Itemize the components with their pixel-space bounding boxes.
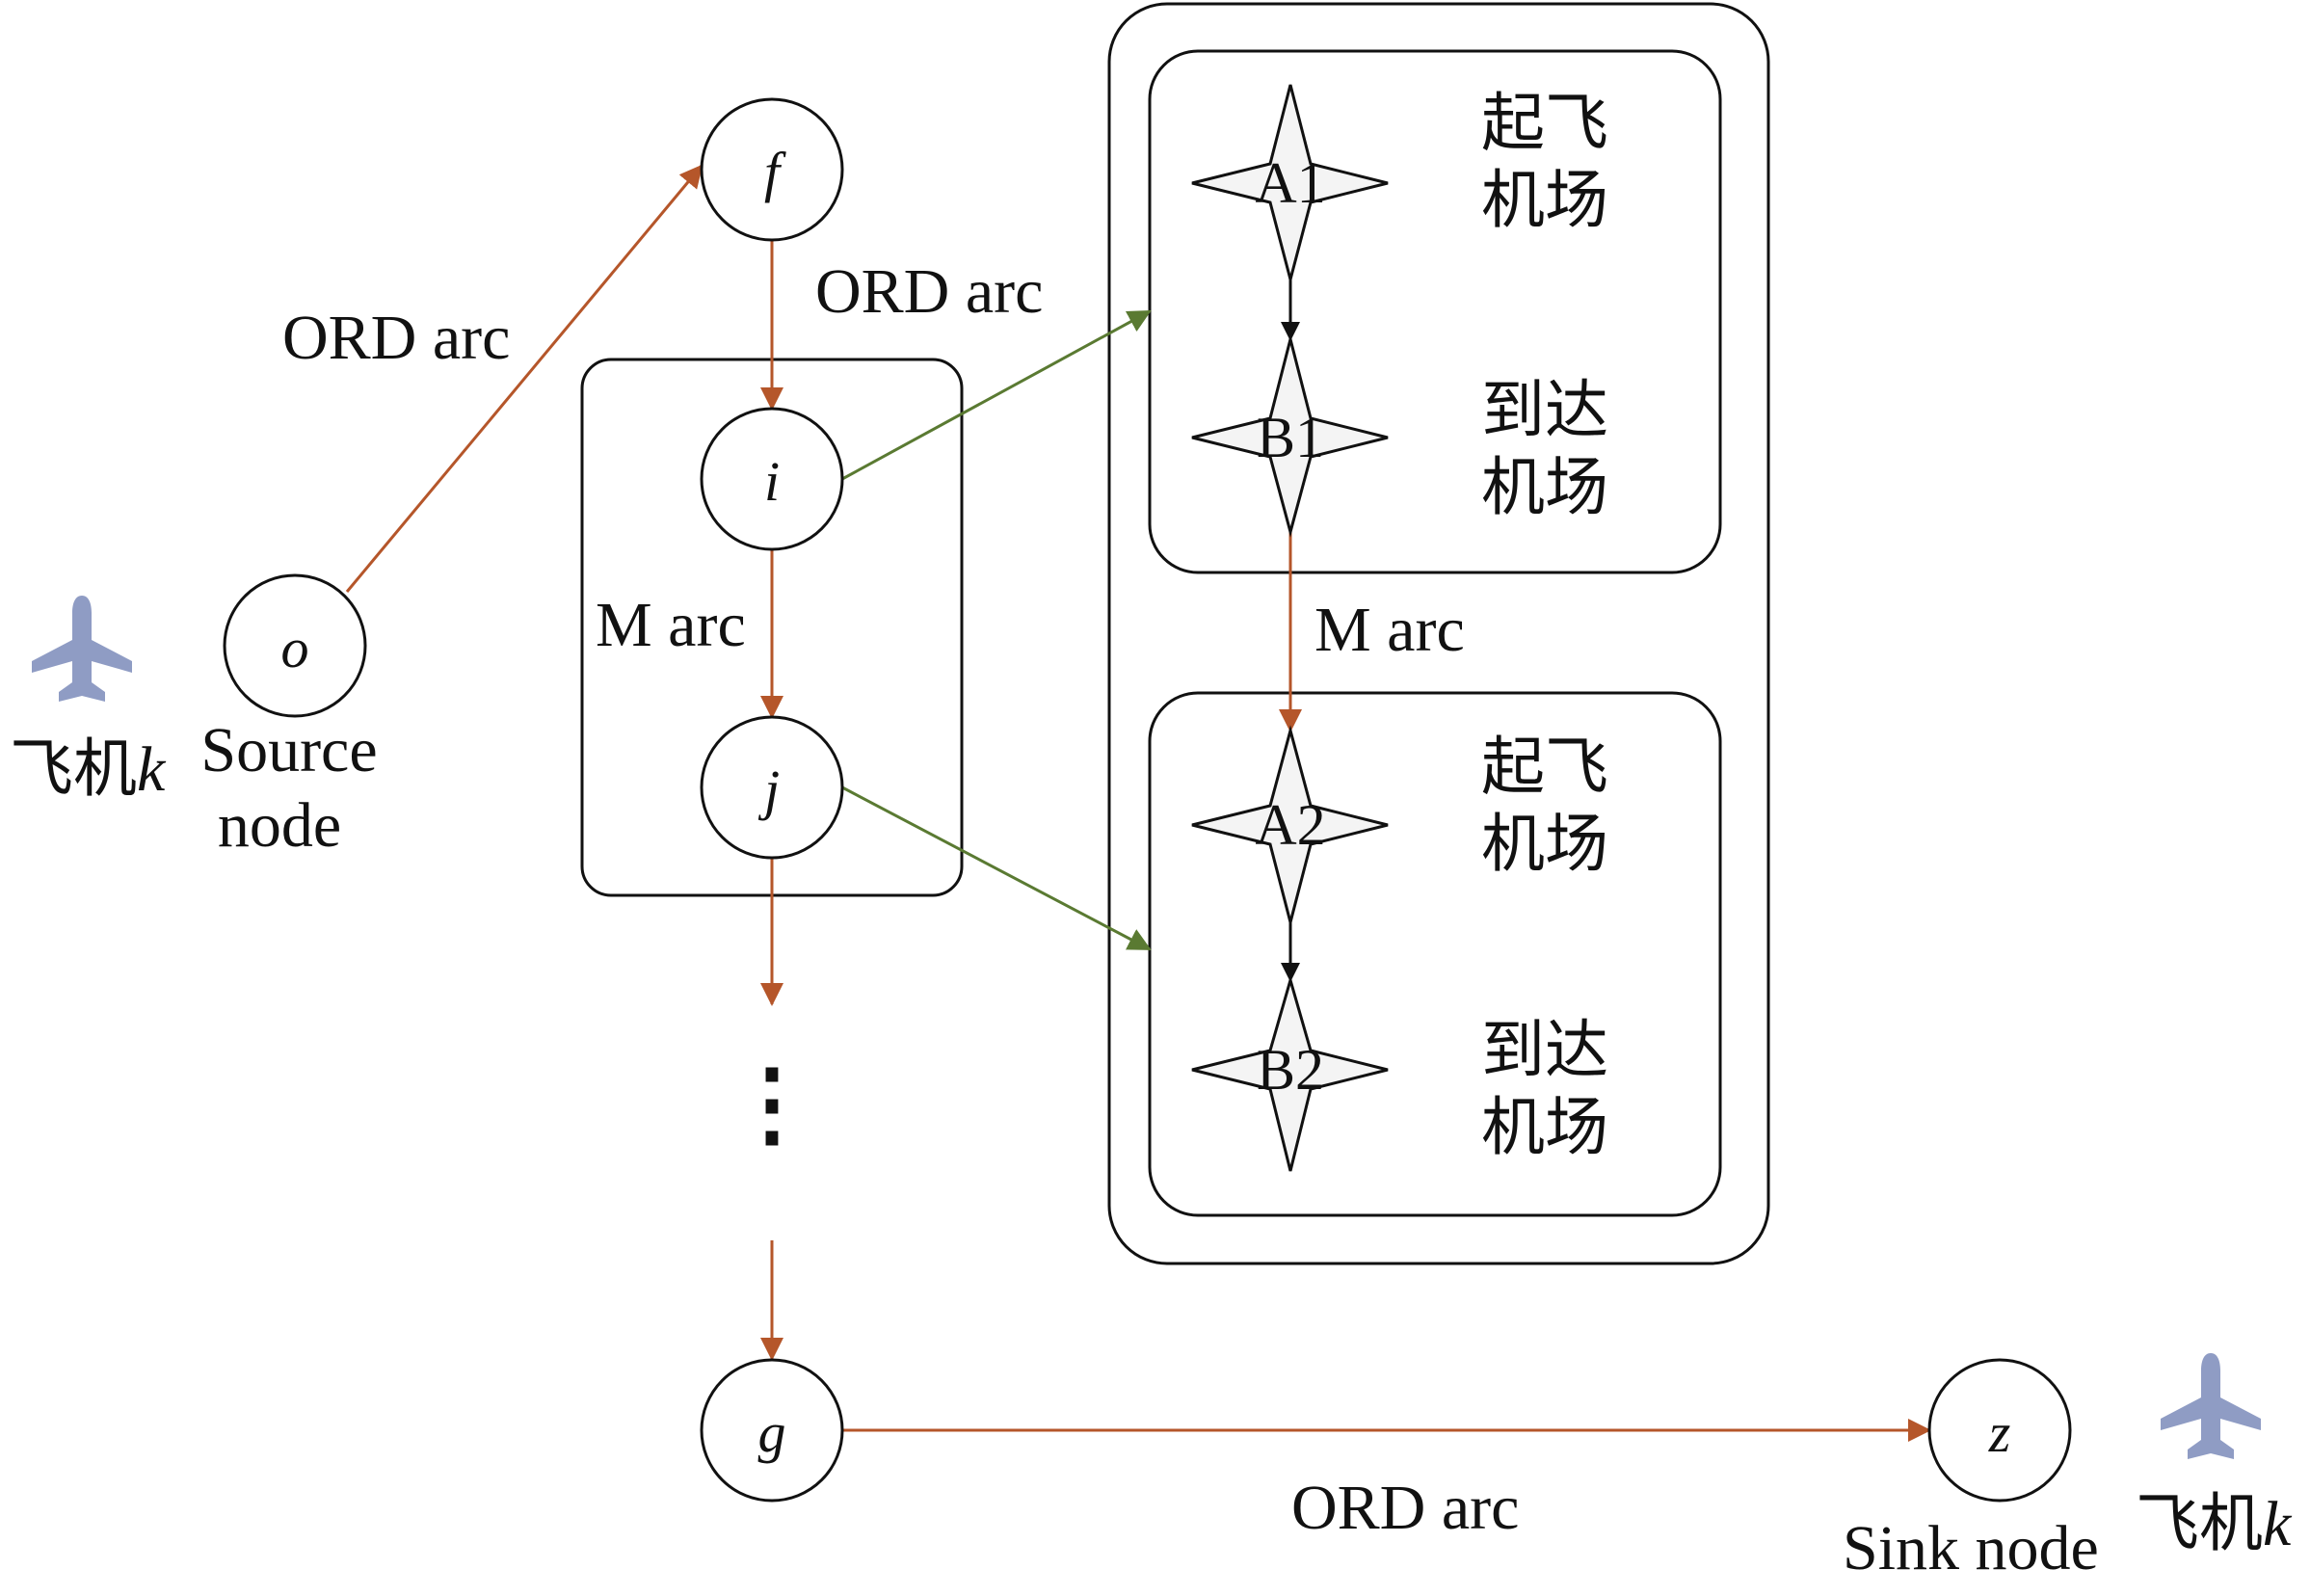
node-f: f: [700, 97, 844, 242]
airport-b2-label-line2: 机场: [1481, 1090, 1608, 1164]
aircraft-label-right: 飞机k: [2136, 1486, 2293, 1560]
aircraft-right-prefix: 飞机: [2136, 1486, 2263, 1560]
sink-label: Sink node: [1843, 1513, 2099, 1583]
ord-arc-label-top: ORD arc: [815, 256, 1043, 327]
airport-a2-label-line1: 起飞: [1481, 730, 1608, 804]
node-g-label: g: [758, 1401, 786, 1464]
node-g: g: [700, 1358, 844, 1503]
source-label-line1: Source: [200, 715, 377, 785]
airport-b2: B2: [1191, 974, 1389, 1172]
node-i-label: i: [764, 450, 780, 513]
flight-2-box: [1148, 691, 1722, 1217]
aircraft-left-prefix: 飞机: [10, 732, 137, 806]
airport-a1-label-line1: 起飞: [1481, 86, 1608, 160]
airport-a2: A2: [1191, 725, 1389, 928]
airplane-icon: [32, 596, 132, 702]
airport-a1-label-line2: 机场: [1481, 163, 1608, 237]
aircraft-right-var: k: [2263, 1489, 2293, 1559]
airports-outer-box: [1107, 2, 1770, 1265]
arc-i-to-flight1: [841, 309, 1152, 481]
m-arc-label-left: M arc: [596, 590, 746, 660]
airport-a1: A1: [1191, 84, 1389, 285]
node-z: z: [1927, 1358, 2072, 1503]
aircraft-left-var: k: [137, 734, 167, 805]
airplane-icon: [2161, 1353, 2261, 1459]
airport-b1-label-line1: 到达: [1481, 373, 1608, 447]
node-o-label: o: [281, 617, 309, 679]
airport-b1-code: B1: [1257, 406, 1324, 469]
flight-1-box: [1148, 49, 1722, 574]
airport-b1-label-line2: 机场: [1481, 450, 1608, 524]
airport-b1: B1: [1191, 338, 1389, 538]
airport-b2-label-line1: 到达: [1481, 1013, 1608, 1087]
node-j: j: [700, 715, 844, 860]
ord-arc-label-left: ORD arc: [282, 303, 510, 373]
node-o: o: [223, 573, 367, 718]
airport-a2-label-line2: 机场: [1481, 807, 1608, 881]
airport-a2-code: A2: [1255, 793, 1325, 857]
airport-b2-code: B2: [1257, 1038, 1324, 1102]
airport-a1-code: A1: [1255, 151, 1325, 215]
ord-arc-o-to-f: [345, 164, 704, 593]
source-label-line2: node: [218, 790, 341, 861]
arc-j-to-flight2: [841, 785, 1152, 951]
aircraft-label-left: 飞机k: [10, 732, 167, 806]
ellipsis: ⋮: [726, 1052, 818, 1156]
m-arc-label-right: M arc: [1314, 595, 1465, 665]
node-z-label: z: [1988, 1401, 2011, 1464]
ord-arc-label-bottom: ORD arc: [1291, 1473, 1519, 1543]
node-i: i: [700, 407, 844, 551]
